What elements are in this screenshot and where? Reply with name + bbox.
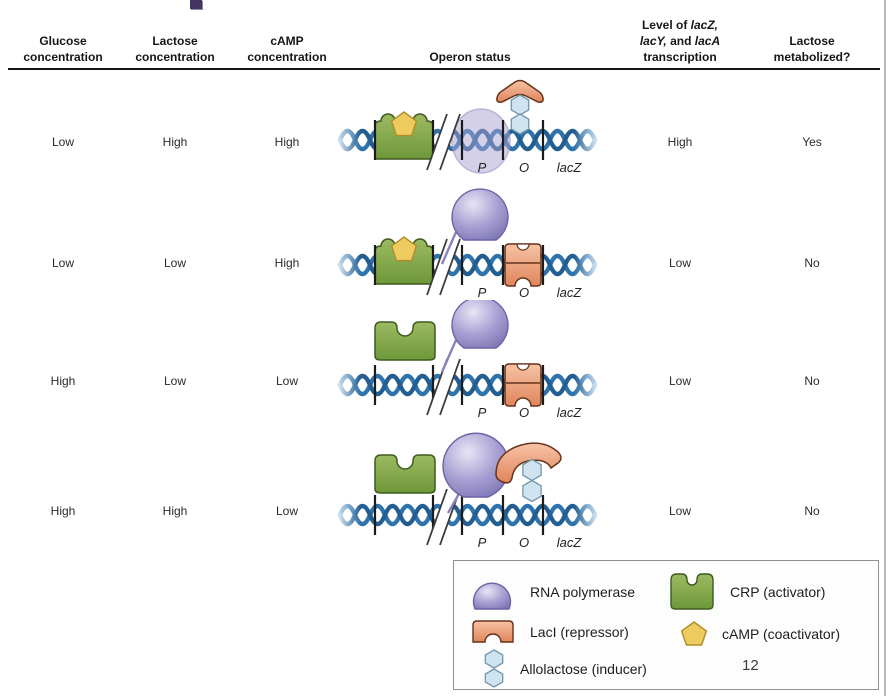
svg-text:lacZ: lacZ xyxy=(557,405,583,420)
legend-item-laci: LacI (repressor) xyxy=(472,619,629,645)
slide-edge-line xyxy=(884,0,886,696)
svg-text:O: O xyxy=(519,160,529,175)
page-number: 12 xyxy=(742,657,759,674)
col-header-transcription: Level of lacZ, lacY, and lacA transcript… xyxy=(639,18,721,64)
legend-box: RNA polymerase LacI (repressor) Allolact… xyxy=(453,560,879,690)
cell-lactose-row3: Low xyxy=(163,374,186,388)
crp-activator-icon xyxy=(668,571,716,613)
cell-metabolized-row2: No xyxy=(804,256,820,270)
legend-label: CRP (activator) xyxy=(730,584,826,600)
camp-coactivator-icon xyxy=(680,621,708,647)
legend-item-allolactose: Allolactose (inducer) xyxy=(482,649,647,689)
svg-text:P: P xyxy=(478,535,487,550)
cell-camp-row3: Low xyxy=(275,374,298,388)
svg-text:O: O xyxy=(519,405,529,420)
svg-text:P: P xyxy=(478,160,487,175)
cell-lactose-row2: Low xyxy=(163,256,186,270)
legend-label: LacI (repressor) xyxy=(530,624,629,640)
legend-label: RNA polymerase xyxy=(530,584,636,600)
legend-item-camp: cAMP (coactivator) xyxy=(680,621,840,647)
cell-camp-row2: High xyxy=(274,256,300,270)
cell-metabolized-row3: No xyxy=(804,374,820,388)
legend-label: Allolactose (inducer) xyxy=(520,661,647,677)
svg-text:lacZ: lacZ xyxy=(557,160,583,175)
cell-camp-row1: High xyxy=(274,135,300,149)
header-rule xyxy=(8,68,880,70)
svg-text:lacZ: lacZ xyxy=(557,535,583,550)
svg-text:O: O xyxy=(519,285,529,300)
cell-metabolized-row4: No xyxy=(804,504,820,518)
svg-text:O: O xyxy=(519,535,529,550)
col-header-operon-status: Operon status xyxy=(429,50,511,64)
title-fragment xyxy=(190,0,202,9)
legend-item-crp: CRP (activator) xyxy=(668,571,825,613)
svg-text:P: P xyxy=(478,285,487,300)
cell-camp-row4: Low xyxy=(275,504,298,518)
cell-transcription-row3: Low xyxy=(668,374,691,388)
legend-label: cAMP (coactivator) xyxy=(722,626,840,642)
cell-transcription-row2: Low xyxy=(668,256,691,270)
cell-transcription-row4: Low xyxy=(668,504,691,518)
cell-glucose-row2: Low xyxy=(51,256,74,270)
cell-lactose-row1: High xyxy=(162,135,188,149)
svg-text:P: P xyxy=(478,405,487,420)
svg-text:lacZ: lacZ xyxy=(557,285,583,300)
allolactose-icon xyxy=(482,649,506,689)
cell-glucose-row4: High xyxy=(50,504,76,518)
cell-metabolized-row1: Yes xyxy=(802,135,822,149)
laci-repressor-icon xyxy=(472,619,516,645)
cell-transcription-row1: High xyxy=(667,135,693,149)
cell-glucose-row3: High xyxy=(50,374,76,388)
cell-lactose-row4: High xyxy=(162,504,188,518)
legend-item-rna-polymerase: RNA polymerase xyxy=(468,571,635,613)
rna-polymerase-icon xyxy=(468,571,516,613)
cell-glucose-row1: Low xyxy=(51,135,74,149)
